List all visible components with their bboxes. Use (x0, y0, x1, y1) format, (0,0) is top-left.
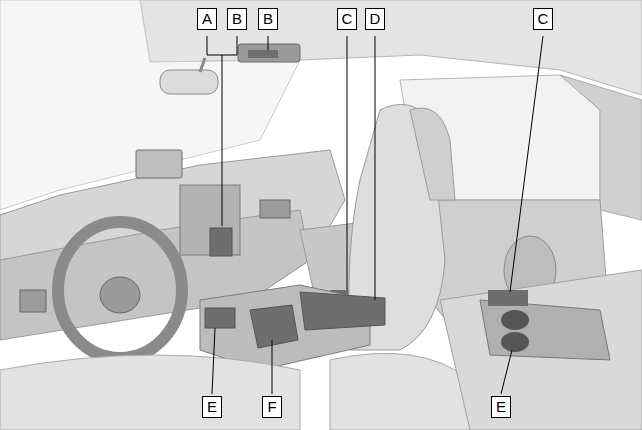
callout-letter: C (533, 8, 554, 30)
callout-letter: B (227, 8, 247, 30)
callout-letter: F (262, 396, 282, 418)
callout-letter: E (491, 396, 511, 418)
callout-letter: C (337, 8, 358, 30)
callout-letter: B (258, 8, 278, 30)
callout-letter: E (202, 396, 222, 418)
callout-letter: A (197, 8, 217, 30)
callout-letter: D (365, 8, 386, 30)
